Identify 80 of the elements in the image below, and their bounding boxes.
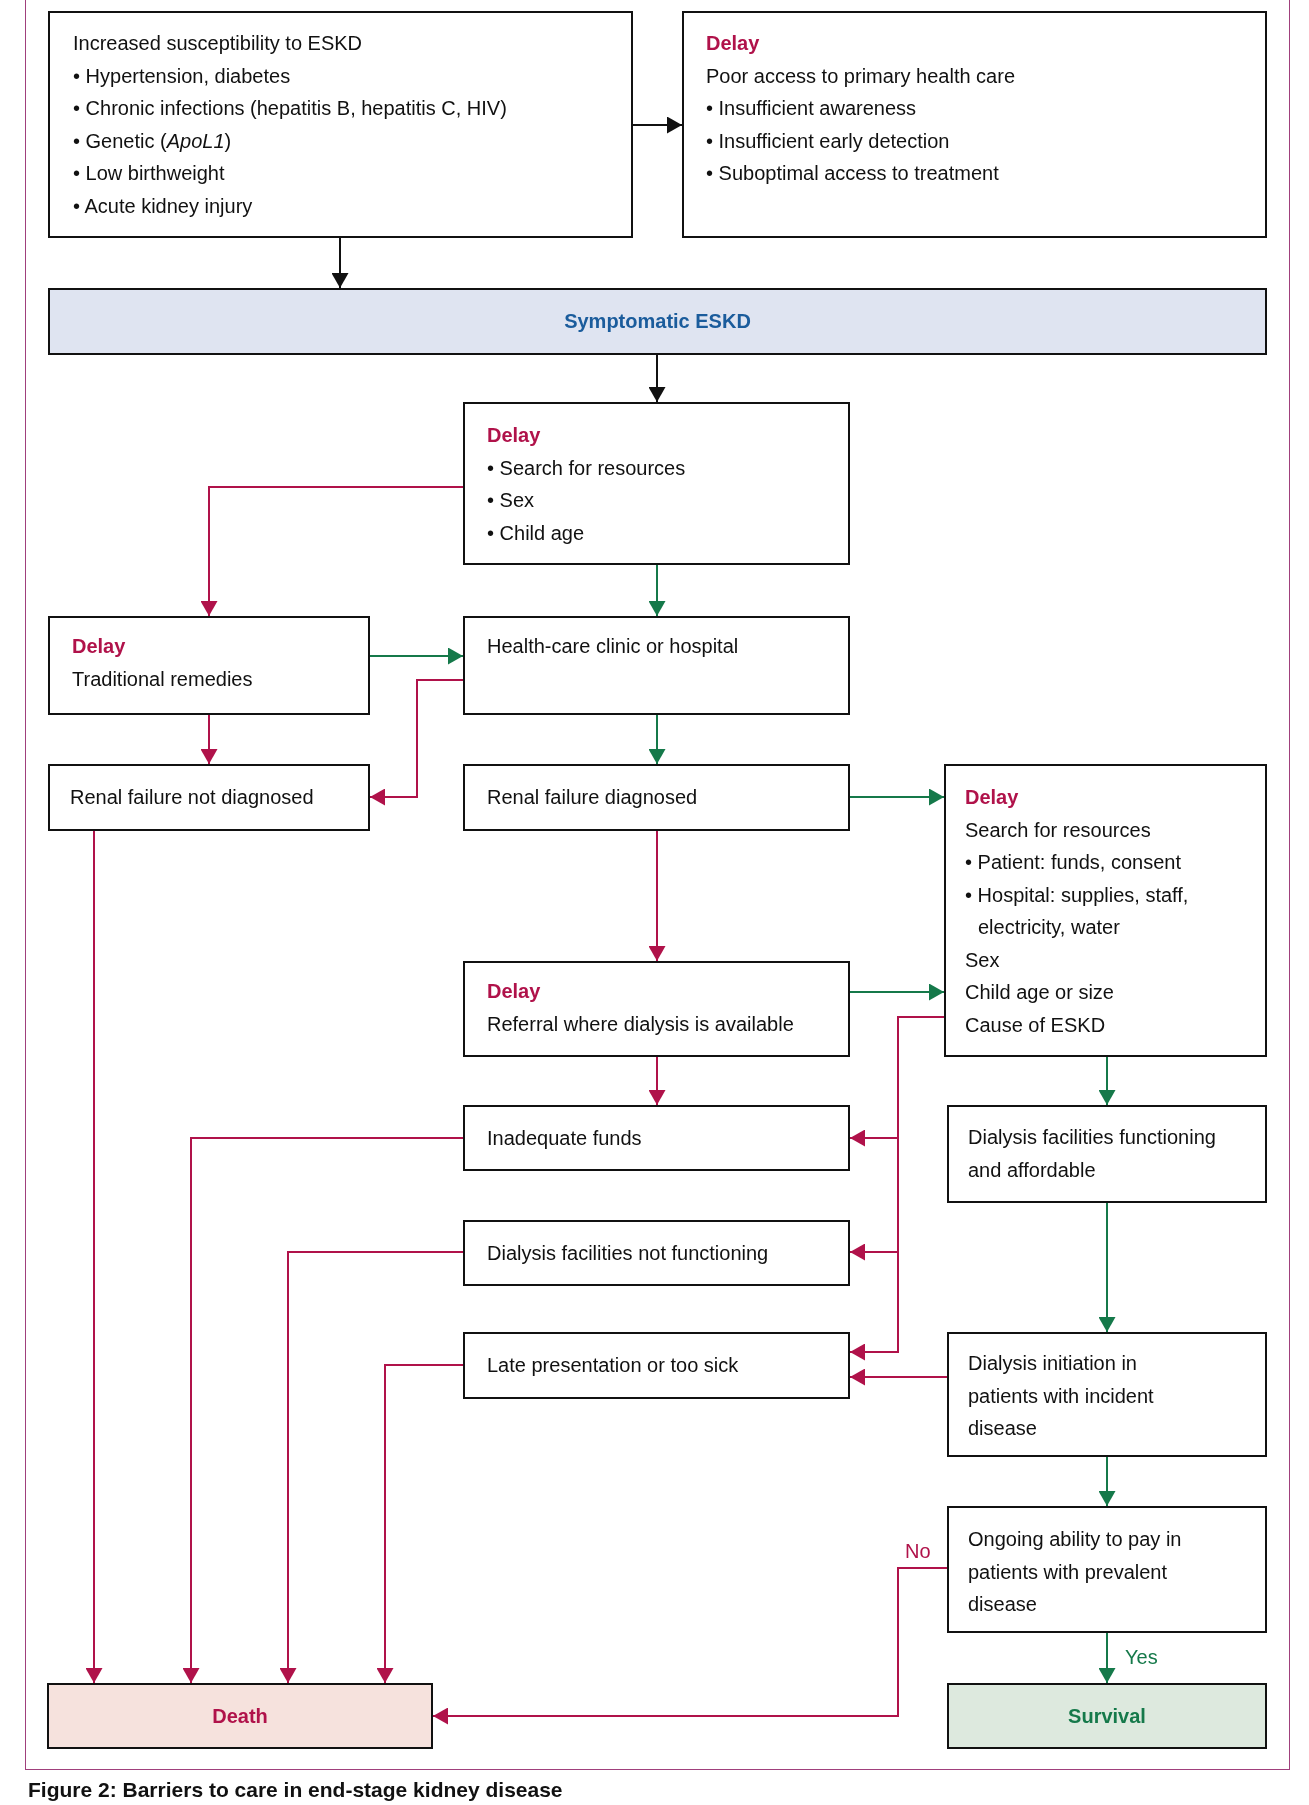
stage-banner: [48, 288, 1267, 355]
arrow: [849, 788, 945, 806]
box-text: Survival: [1067, 1703, 1147, 1729]
box-text: • Search for resources: [487, 455, 687, 481]
arrow: [369, 647, 464, 665]
box-text: • Sex: [487, 488, 536, 513]
arrow: [1098, 1202, 1116, 1333]
box-text: • Acute kidney injury: [73, 193, 254, 219]
box-heading: Delay: [487, 979, 542, 1004]
arrow: [1098, 1456, 1116, 1507]
box-text: Ongoing ability to pay in patients with prevalent disease: [968, 1527, 1183, 1617]
box-text: • Insufficient early detection: [706, 128, 951, 154]
box-heading: Delay: [72, 634, 127, 659]
box-text: • Chronic infections (hepatitis B, hepatitis C, HIV): [73, 96, 508, 121]
box-text: Search for resources: [965, 817, 1152, 843]
arrow: [432, 1567, 948, 1725]
process-box: [463, 1105, 850, 1171]
arrow: [200, 486, 464, 617]
box-text: • Hypertension, diabetes: [73, 63, 292, 89]
box-text: • Genetic (ApoL1): [73, 128, 233, 154]
process-box: [463, 764, 850, 831]
process-box: [682, 11, 1267, 238]
box-text: • Insufficient awareness: [706, 96, 918, 121]
arrow: [648, 1056, 666, 1106]
process-box: [947, 1506, 1267, 1633]
arrow: [849, 1368, 948, 1386]
arrow: [648, 564, 666, 617]
process-box: [947, 1332, 1267, 1457]
outcome-box: [947, 1683, 1267, 1749]
process-box: [947, 1105, 1267, 1203]
box-text: Dialysis initiation in patients with incident disease: [968, 1351, 1155, 1441]
box-text: Increased susceptibility to ESKD: [73, 31, 364, 56]
arrow: [1098, 1056, 1116, 1106]
figure-caption: Figure 2: Barriers to care in end-stage kidney disease: [28, 1777, 563, 1802]
box-text: Health-care clinic or hospital: [487, 634, 740, 659]
box-text: Late presentation or too sick: [487, 1353, 740, 1379]
arrow: [648, 830, 666, 962]
process-box: [48, 616, 370, 715]
box-text: • Low birthweight: [73, 161, 226, 186]
process-box: [463, 402, 850, 565]
arrow: [648, 714, 666, 765]
box-heading: Delay: [706, 31, 761, 56]
arrow: [849, 983, 945, 1001]
box-text: Inadequate funds: [487, 1125, 643, 1151]
outcome-box: [47, 1683, 433, 1749]
process-box: [463, 1220, 850, 1286]
box-text: • Patient: funds, consent: [965, 850, 1183, 875]
box-text: • Suboptimal access to treatment: [706, 161, 1000, 186]
box-text: Cause of ESKD: [965, 1012, 1107, 1038]
box-text: Traditional remedies: [72, 666, 254, 692]
box-text: Child age or size: [965, 980, 1115, 1005]
box-text: • Child age: [487, 520, 586, 546]
arrow: [200, 714, 218, 765]
box-heading: Delay: [487, 423, 542, 448]
box-text: • Hospital: supplies, staff, electricity, water: [965, 882, 1190, 940]
process-box: [463, 961, 850, 1057]
arrow: [279, 1251, 464, 1684]
process-box: [48, 11, 633, 238]
box-text: Referral where dialysis is available: [487, 1011, 795, 1037]
process-box: [463, 1332, 850, 1399]
box-text: Sex: [965, 947, 1001, 973]
arrow: [632, 116, 683, 134]
process-box: [48, 764, 370, 831]
box-text: Symptomatic ESKD: [563, 309, 752, 335]
box-text: Renal failure not diagnosed: [70, 785, 315, 811]
arrow: [331, 237, 349, 289]
box-heading: Delay: [965, 785, 1020, 810]
box-text: Poor access to primary health care: [706, 63, 1017, 89]
box-text: Death: [211, 1703, 269, 1729]
arrow: [85, 830, 103, 1684]
arrow: [182, 1137, 464, 1684]
box-text: Dialysis facilities not functioning: [487, 1240, 770, 1266]
box-text: Dialysis facilities functioning and affordable: [968, 1125, 1217, 1183]
arrow: [648, 354, 666, 403]
process-box: [463, 616, 850, 715]
arrow: [369, 679, 464, 806]
process-box: [944, 764, 1267, 1057]
box-text: Renal failure diagnosed: [487, 785, 699, 811]
arrow: [1098, 1632, 1116, 1684]
arrow: [376, 1364, 464, 1684]
